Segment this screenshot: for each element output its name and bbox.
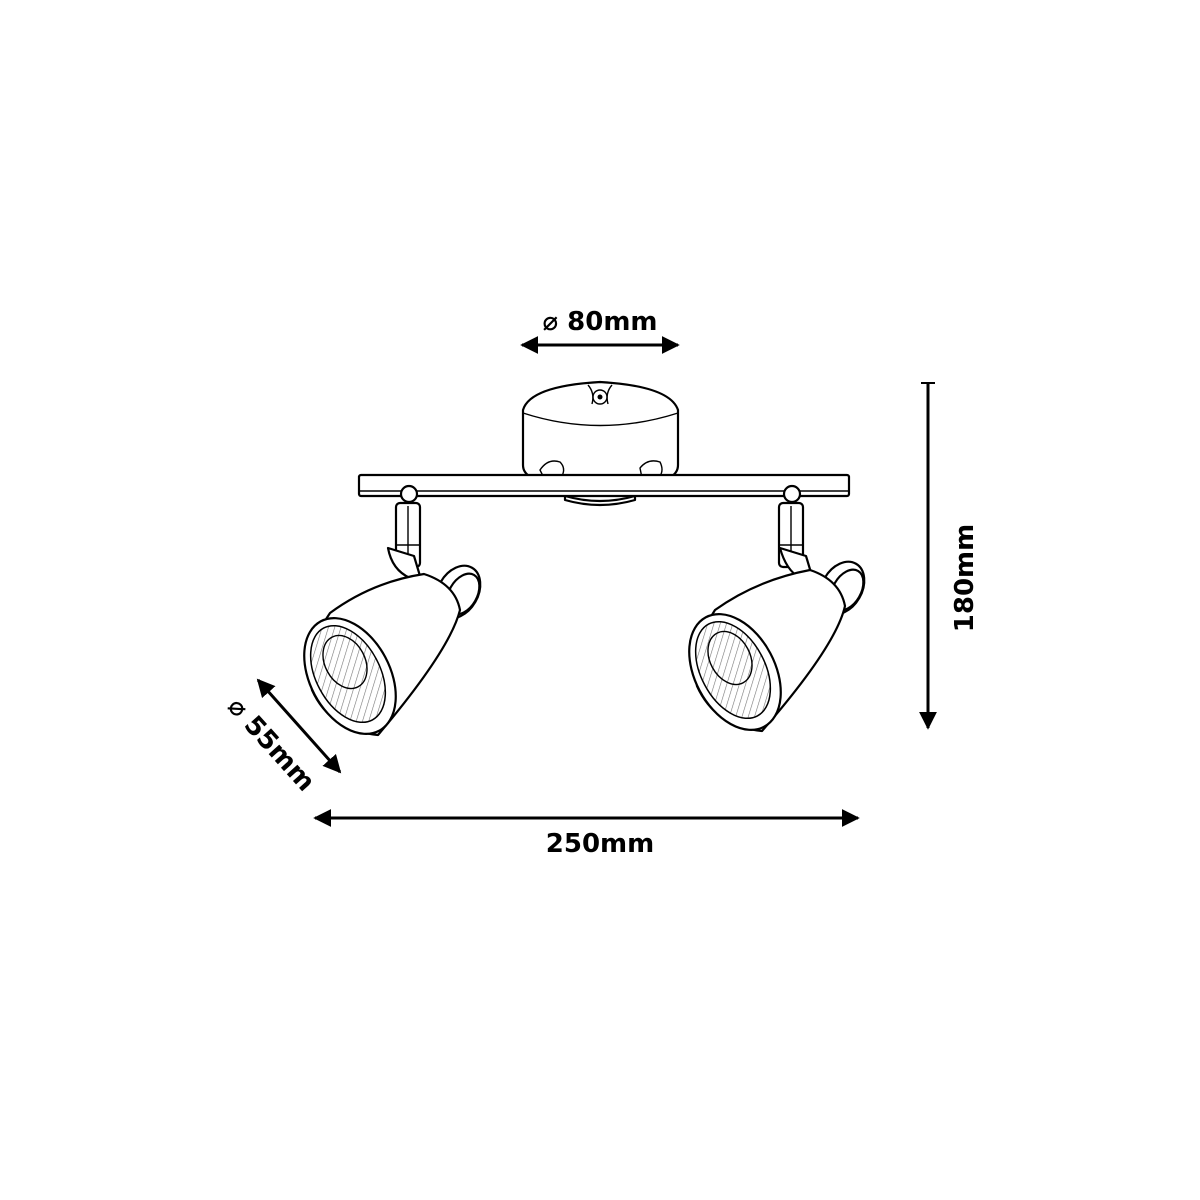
left-spotlight — [303, 484, 482, 737]
dimension-width: 250mm — [313, 809, 860, 859]
shade-diameter-label: ⌀ 55mm — [221, 692, 320, 798]
base-diameter-label: ⌀ 80mm — [542, 307, 657, 337]
ceiling-canopy — [521, 380, 680, 507]
shade-diameter-arrow — [256, 678, 342, 774]
height-label: 180mm — [950, 524, 980, 632]
dimension-height: 180mm — [919, 382, 980, 730]
dimension-base-diameter: ⌀ 80mm — [520, 307, 680, 354]
right-spotlight — [688, 484, 866, 733]
mounting-bar — [357, 473, 851, 498]
width-label: 250mm — [546, 829, 654, 859]
